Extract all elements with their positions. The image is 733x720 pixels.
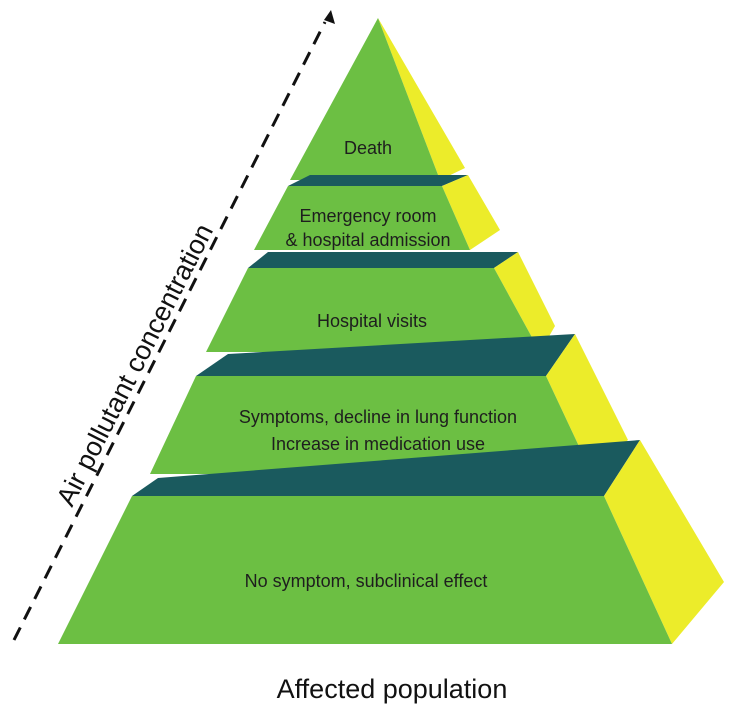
tier-hospital-front	[206, 268, 540, 352]
tier-emergency-room: Emergency room & hospital admission	[254, 175, 500, 250]
tier-death-front	[290, 18, 440, 180]
tier-death-label: Death	[344, 138, 392, 158]
tier-emergency-front	[254, 186, 470, 250]
tier-death-side	[378, 18, 465, 180]
tier-emergency-side	[442, 175, 500, 250]
tier-hospital-ledge	[248, 252, 518, 268]
tier-death: Death	[290, 18, 465, 180]
tier-no-symptom-side	[604, 440, 724, 644]
tier-hospital-side	[494, 252, 555, 352]
tier-emergency-label-line2: & hospital admission	[285, 230, 450, 250]
tier-symptoms-ledge	[196, 334, 575, 376]
tier-no-symptom-label: No symptom, subclinical effect	[245, 571, 488, 591]
pyramid: Death Emergency room & hospital admissio…	[58, 18, 724, 644]
x-axis-label: Affected population	[277, 674, 508, 704]
tier-hospital-label: Hospital visits	[317, 311, 427, 331]
concentration-arrow	[12, 10, 335, 641]
tier-emergency-label-line1: Emergency room	[299, 206, 436, 226]
tier-emergency-ledge	[288, 175, 468, 186]
tier-symptoms-front	[150, 376, 592, 474]
tier-no-symptom-front	[58, 496, 672, 644]
tier-symptoms-label-line1: Symptoms, decline in lung function	[239, 407, 517, 427]
tier-hospital-visits: Hospital visits	[206, 252, 555, 352]
tier-symptoms-side	[546, 334, 628, 474]
arrow-shaft	[12, 21, 327, 641]
tier-symptoms-label-line2: Increase in medication use	[271, 434, 485, 454]
arrow-head	[324, 10, 335, 24]
tier-symptoms: Symptoms, decline in lung function Incre…	[150, 334, 628, 474]
tier-no-symptom: No symptom, subclinical effect	[58, 440, 724, 644]
tier-no-symptom-ledge	[132, 440, 640, 496]
